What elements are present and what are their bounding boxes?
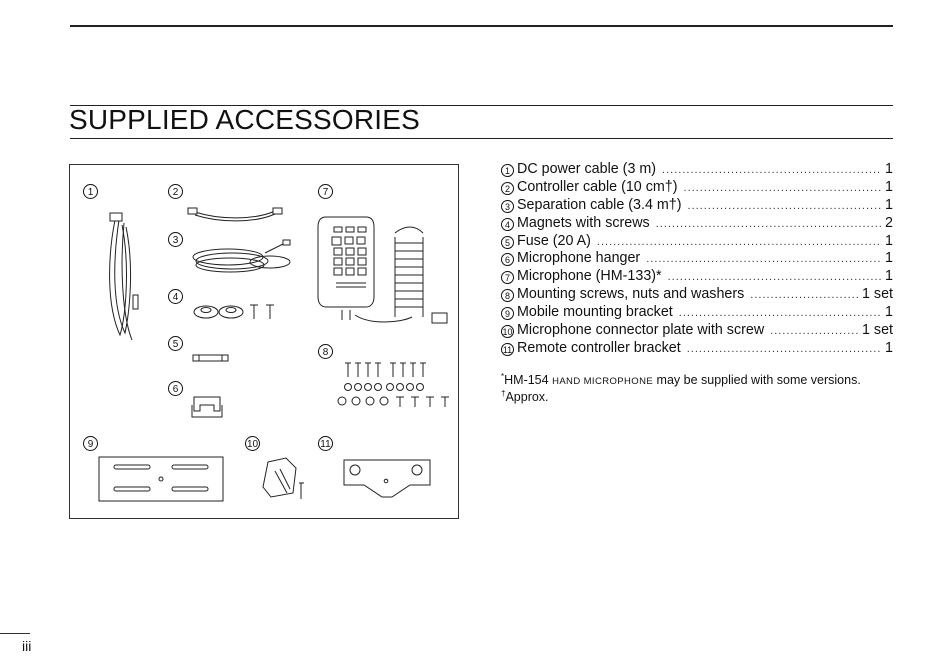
item-quantity: 1 [885, 268, 893, 285]
item-number: 6 [501, 253, 514, 267]
dagger-mark: † [501, 389, 506, 398]
remote-controller-bracket-drawing [343, 459, 431, 498]
footnote-hand-microphone: *HM-154 HAND MICROPHONE may be supplied … [501, 372, 861, 387]
page-title: SUPPLIED ACCESSORIES [69, 104, 421, 135]
accessories-figure: 1 2 3 4 5 6 7 8 9 10 11 [69, 164, 459, 519]
item-quantity: 1 [885, 161, 893, 177]
dot-leader: ........................................… [687, 199, 883, 212]
item-quantity: 1 [885, 178, 893, 195]
callout-3: 3 [168, 232, 183, 247]
top-rule [70, 25, 893, 27]
dot-leader: ........................................… [667, 271, 882, 284]
microphone-drawing [317, 216, 448, 324]
dot-leader: ........................................… [655, 217, 883, 230]
callout-8: 8 [318, 344, 333, 359]
footnote-approx-text: Approx. [505, 390, 549, 405]
dot-leader: ........................................… [678, 307, 882, 320]
item-quantity: 1 [885, 196, 893, 213]
item-quantity: 1 [885, 304, 893, 321]
dot-leader: ........................................… [683, 181, 883, 194]
title-rule-bottom [70, 138, 893, 139]
dot-leader: ........................................… [686, 342, 882, 355]
item-quantity: 2 [885, 214, 893, 231]
separation-cable-drawing [192, 239, 291, 273]
item-number: 2 [501, 181, 514, 195]
mounting-hardware-drawing [337, 362, 449, 407]
item-number: 8 [501, 289, 514, 303]
mobile-mounting-bracket-drawing [98, 456, 224, 502]
item-name: Microphone connector plate with screw [517, 322, 765, 339]
callout-1: 1 [83, 184, 98, 199]
item-number: 9 [501, 307, 514, 321]
callout-9: 9 [83, 436, 98, 451]
microphone-hanger-drawing [191, 396, 223, 418]
magnets-drawing [193, 304, 274, 319]
item-name: Microphone (HM-133)* [517, 268, 662, 285]
callout-4: 4 [168, 289, 183, 304]
item-name: Mounting screws, nuts and washers [517, 286, 745, 303]
item-name: Magnets with screws [517, 214, 650, 231]
footnote-model: HM-154 [504, 373, 553, 388]
item-number: 7 [501, 271, 514, 285]
controller-cable-drawing [187, 207, 283, 222]
item-number: 5 [501, 235, 514, 249]
item-number: 3 [501, 199, 514, 213]
item-quantity: 1 [885, 250, 893, 267]
accessories-illustration [98, 207, 449, 502]
callout-7: 7 [318, 184, 333, 199]
dc-power-cable-drawing [109, 212, 139, 341]
dot-leader: ........................................… [770, 325, 859, 338]
dot-leader: ........................................… [662, 164, 883, 176]
item-name: Controller cable (10 cm†) [517, 178, 678, 195]
item-number: 4 [501, 217, 514, 231]
dot-leader: ........................................… [646, 253, 883, 266]
item-name: Mobile mounting bracket [517, 304, 673, 321]
item-number: 10 [501, 325, 514, 339]
dot-leader: ........................................… [596, 235, 882, 248]
item-quantity: 1 [885, 232, 893, 249]
callout-6: 6 [168, 381, 183, 396]
item-name: DC power cable (3 m) [517, 161, 657, 177]
footnote-hand-mic: HAND MICROPHONE [552, 376, 654, 388]
item-name: Fuse (20 A) [517, 232, 591, 249]
page-number: iii [22, 638, 32, 654]
item-number: 1 [501, 164, 514, 177]
item-name: Microphone hanger [517, 250, 641, 267]
page-number-rule [0, 633, 30, 634]
title-rule-top [70, 105, 893, 106]
item-quantity: 1 [885, 339, 893, 356]
connector-plate-drawing [262, 457, 304, 499]
callout-11: 11 [318, 436, 333, 451]
footnote-approx: †Approx. [501, 389, 549, 404]
callout-2: 2 [168, 184, 183, 199]
item-quantity: 1 set [862, 322, 893, 339]
callout-10: 10 [245, 436, 260, 451]
fuse-drawing [192, 354, 229, 362]
item-name: Separation cable (3.4 m†) [517, 196, 682, 213]
item-quantity: 1 set [862, 286, 893, 303]
dot-leader: ........................................… [750, 289, 859, 302]
asterisk-mark: * [501, 372, 505, 381]
item-number: 11 [501, 342, 514, 356]
callout-5: 5 [168, 336, 183, 351]
footnote-rest: may be supplied with some versions. [653, 373, 861, 388]
item-name: Remote controller bracket [517, 339, 681, 356]
